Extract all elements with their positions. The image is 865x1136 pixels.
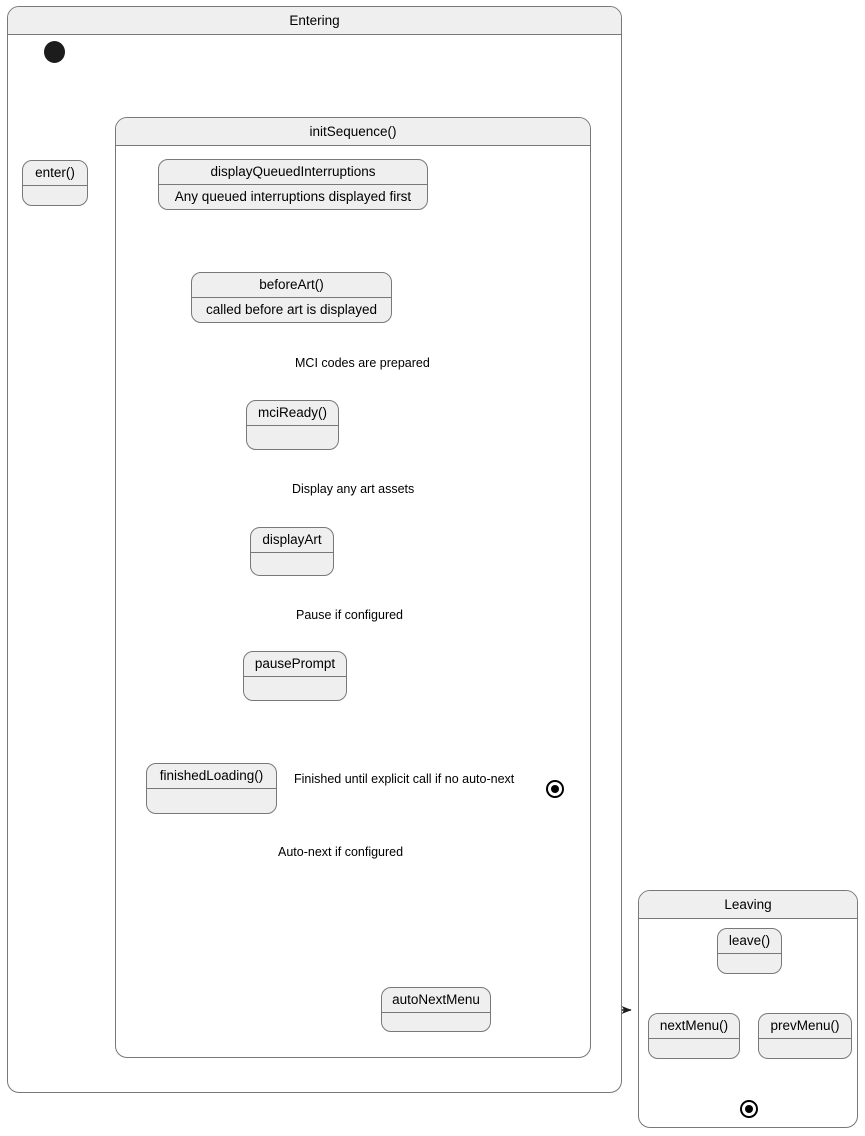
final-state-node-entering <box>546 780 564 798</box>
state-mci-ready[interactable]: mciReady() <box>246 400 339 450</box>
state-pause-prompt-title: pausePrompt <box>244 652 346 677</box>
frame-init-sequence-label: initSequence() <box>116 118 590 146</box>
label-auto-next-if-configured: Auto-next if configured <box>278 845 404 859</box>
state-auto-next-menu[interactable]: autoNextMenu <box>381 987 491 1032</box>
state-display-queued-interruptions-body: Any queued interruptions displayed first <box>174 189 412 204</box>
state-finished-loading[interactable]: finishedLoading() <box>146 763 277 814</box>
state-leave[interactable]: leave() <box>717 928 782 974</box>
state-prev-menu[interactable]: prevMenu() <box>758 1013 852 1059</box>
state-auto-next-menu-title: autoNextMenu <box>382 988 490 1013</box>
state-enter[interactable]: enter() <box>22 160 88 206</box>
final-state-node-leaving <box>740 1100 758 1118</box>
state-leave-title: leave() <box>718 929 781 954</box>
state-next-menu-title: nextMenu() <box>649 1014 739 1039</box>
frame-init-sequence[interactable]: initSequence() <box>115 117 591 1058</box>
state-prev-menu-title: prevMenu() <box>759 1014 851 1039</box>
initial-state-node <box>44 41 65 63</box>
label-display-art-assets: Display any art assets <box>292 482 415 496</box>
state-before-art-body: called before art is displayed <box>205 302 378 317</box>
state-next-menu[interactable]: nextMenu() <box>648 1013 740 1059</box>
frame-leaving-label: Leaving <box>639 891 857 919</box>
frame-entering-label: Entering <box>8 7 621 35</box>
label-finished-until-explicit: Finished until explicit call if no auto-… <box>294 772 515 786</box>
state-display-queued-interruptions-title: displayQueuedInterruptions <box>159 160 427 185</box>
state-enter-title: enter() <box>23 161 87 186</box>
label-pause-if-configured: Pause if configured <box>296 608 404 622</box>
label-mci-codes-prepared: MCI codes are prepared <box>295 356 430 370</box>
state-display-queued-interruptions[interactable]: displayQueuedInterruptions Any queued in… <box>158 159 428 210</box>
state-pause-prompt[interactable]: pausePrompt <box>243 651 347 701</box>
frame-leaving[interactable]: Leaving <box>638 890 858 1128</box>
state-display-art-title: displayArt <box>251 528 333 553</box>
state-finished-loading-title: finishedLoading() <box>147 764 276 789</box>
state-display-art[interactable]: displayArt <box>250 527 334 576</box>
state-before-art[interactable]: beforeArt() called before art is display… <box>191 272 392 323</box>
state-mci-ready-title: mciReady() <box>247 401 338 426</box>
state-before-art-title: beforeArt() <box>192 273 391 298</box>
